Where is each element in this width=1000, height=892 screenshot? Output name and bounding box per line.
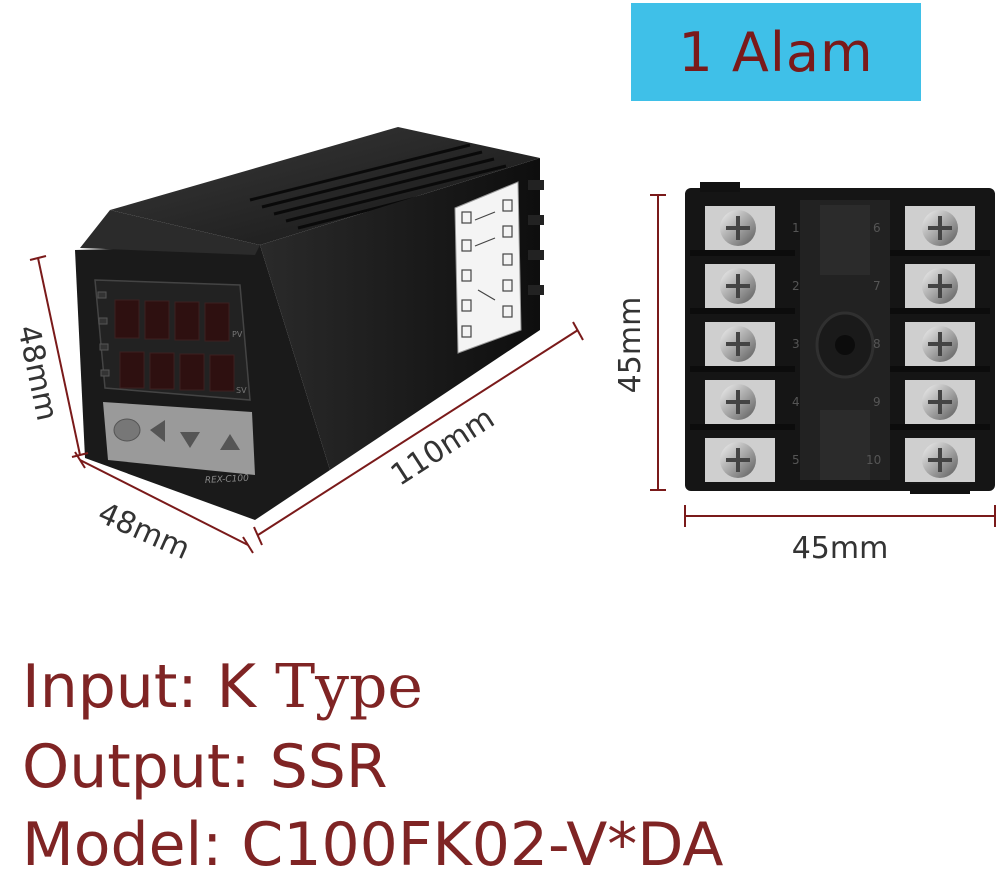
pv-label: PV: [232, 330, 243, 339]
alarm-badge-label: 1 Alam: [678, 20, 874, 84]
alarm-badge: 1 Alam: [631, 3, 921, 101]
terminal-number-left: 3: [792, 337, 800, 351]
terminal-screws-left: [705, 206, 775, 482]
back-height-dimension: 45mm: [613, 297, 648, 394]
device-top-face: [110, 127, 540, 245]
terminal-number-left: 5: [792, 453, 800, 467]
terminal-number-right: 9: [873, 395, 881, 409]
shift-button: [150, 420, 165, 442]
status-leds: [97, 291, 110, 377]
up-button: [220, 434, 240, 450]
terminal-number-right: 8: [873, 337, 881, 351]
dimension-lines-back: [650, 194, 996, 527]
terminal-screws-right: [905, 206, 975, 482]
terminal-number-right: 10: [866, 453, 881, 467]
product-diagram: PV SV REX-C100 48mm 48mm 110mm: [10, 127, 996, 567]
terminal-number-right: 7: [873, 279, 881, 293]
spec-input: Input: K Type: [22, 657, 423, 717]
front-view-device: PV SV REX-C100: [75, 127, 544, 520]
terminal-number-left: 2: [792, 279, 800, 293]
set-button: [113, 418, 141, 442]
front-height-dimension: 48mm: [10, 322, 64, 424]
terminal-number-left: 1: [792, 221, 800, 235]
spec-model: Model: C100FK02-V*DA: [22, 810, 724, 880]
spec-output: Output: SSR: [22, 732, 388, 802]
dimension-lines-front: [29, 255, 584, 554]
side-ribs: [528, 180, 544, 295]
model-label: REX-C100: [205, 474, 250, 486]
keypad: [103, 402, 255, 475]
spec-input-type: Type: [275, 652, 423, 722]
front-width-dimension: 48mm: [93, 496, 196, 567]
down-button: [180, 432, 200, 448]
sv-display: [119, 351, 235, 392]
sv-label: SV: [236, 386, 247, 395]
back-width-dimension: 45mm: [792, 531, 889, 566]
spec-input-prefix: Input: K: [22, 652, 276, 722]
terminal-number-left: 4: [792, 395, 800, 409]
wiring-label: [454, 181, 522, 354]
pv-display: [114, 299, 230, 342]
terminal-number-right: 6: [873, 221, 881, 235]
